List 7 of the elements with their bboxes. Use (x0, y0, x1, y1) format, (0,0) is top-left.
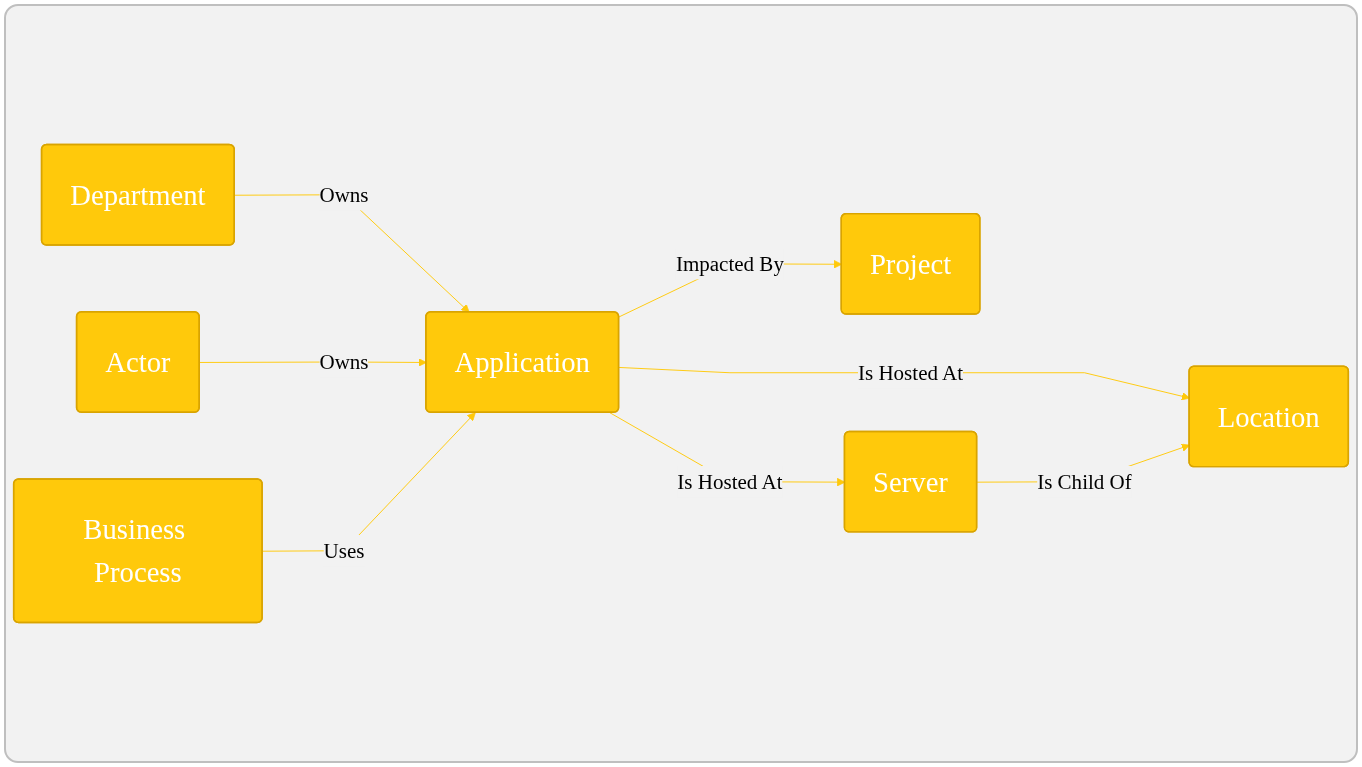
edge-label: Uses (323, 538, 365, 563)
edge-label: Is Hosted At (677, 469, 783, 494)
edge-label: Impacted By (675, 251, 784, 276)
edge-label: Owns (319, 182, 369, 207)
edge-label: Is Hosted At (857, 360, 964, 385)
edge-label: Is Child Of (1037, 469, 1132, 494)
edge-label: Owns (319, 350, 369, 374)
